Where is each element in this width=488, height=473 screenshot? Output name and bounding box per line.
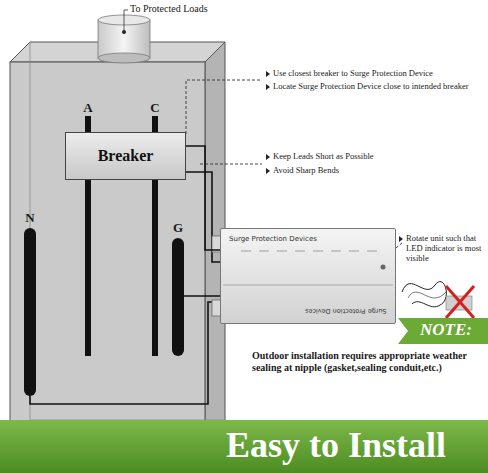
panel-part — [446, 286, 474, 318]
note-tab — [398, 318, 488, 344]
banner-title: Easy to Install — [226, 424, 446, 467]
panel-part — [172, 238, 184, 356]
phase-label: A — [81, 100, 95, 116]
vent-slot — [331, 250, 341, 251]
panel-part — [398, 318, 488, 344]
callout-note: Locate Surge Protection Device close to … — [273, 81, 473, 91]
vent-slot — [313, 250, 323, 251]
neutral-ground-wires — [30, 172, 220, 404]
panel-part — [30, 302, 220, 404]
panel-part — [24, 228, 36, 396]
load-label: To Protected Loads — [130, 3, 208, 15]
panel-enclosure — [10, 42, 225, 440]
panel-part — [10, 62, 205, 440]
panel-part — [266, 168, 270, 174]
panel-part — [408, 292, 446, 298]
panel-part — [184, 295, 220, 297]
panel-part — [266, 154, 270, 160]
note-heading: NOTE: — [420, 320, 472, 340]
led-indicator — [381, 265, 386, 270]
panel-part — [266, 71, 270, 77]
neutral-label: N — [23, 210, 37, 226]
vent-slot — [259, 250, 269, 251]
unit-print: Surge Protection Devices — [229, 235, 317, 243]
surge-protector-unit: Surge Protection DevicesSurge Protection… — [220, 228, 396, 324]
panel-part — [124, 10, 128, 32]
breaker-label: Breaker — [98, 147, 154, 165]
panel-part — [396, 242, 403, 248]
bottom-banner — [0, 420, 488, 473]
callout-note: Use closest breaker to Surge Protection … — [273, 68, 485, 78]
panel-part — [402, 282, 446, 307]
panel-part — [266, 84, 270, 90]
breaker-box: Breaker — [65, 132, 186, 180]
panel-part — [446, 286, 474, 318]
note-text: Outdoor installation requires appropriat… — [252, 350, 484, 374]
wire-lead — [186, 146, 220, 250]
panel-part — [186, 172, 220, 262]
vent-slot — [241, 250, 251, 251]
panel-part — [186, 80, 262, 134]
phase-label: C — [148, 100, 162, 116]
conduit-cylinder — [98, 10, 150, 63]
panel-part — [98, 53, 150, 63]
ground-label: G — [171, 220, 185, 236]
vent-slot — [277, 250, 287, 251]
panel-part — [0, 420, 488, 473]
vent-slot — [295, 250, 305, 251]
panel-part — [200, 164, 262, 165]
housing-seam — [223, 285, 393, 286]
leader-lines — [186, 80, 403, 248]
callout-note: Avoid Sharp Bends — [273, 165, 473, 175]
bent-wire-icon — [402, 282, 474, 318]
callout-note: Rotate unit such that LED indicator is m… — [406, 233, 486, 264]
panel-part — [399, 236, 403, 242]
callout-note: Keep Leads Short as Possible — [273, 151, 473, 161]
unit-print: Surge Protection Devices — [305, 307, 387, 315]
vent-slot — [367, 250, 377, 251]
vent-slot — [349, 250, 359, 251]
